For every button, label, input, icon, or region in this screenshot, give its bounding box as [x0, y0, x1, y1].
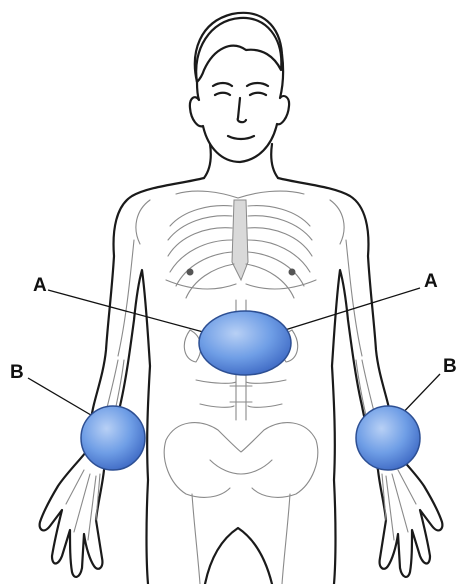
pectoral-lines	[166, 280, 316, 289]
ribs-right	[246, 206, 312, 298]
label-a-right: A	[424, 271, 438, 292]
center-abdominal-pad	[199, 311, 291, 375]
nose	[238, 98, 246, 122]
nipple-right	[289, 269, 296, 276]
label-b-right: B	[443, 356, 457, 377]
hand-bones-right	[382, 470, 416, 540]
pelvis	[164, 423, 318, 498]
label-b-left: B	[10, 362, 24, 383]
eyes	[215, 93, 266, 95]
label-a-left: A	[33, 275, 47, 296]
nipple-left	[187, 269, 194, 276]
right-wrist-pad	[356, 406, 420, 470]
legs-inner	[205, 528, 272, 584]
left-wrist-pad	[81, 406, 145, 470]
abdominal-lines	[196, 380, 286, 407]
right-side-outline	[278, 178, 442, 584]
human-body-outline	[40, 13, 443, 584]
leader-line-b-left	[28, 378, 96, 418]
femurs	[192, 494, 290, 584]
mouth	[228, 136, 254, 139]
hand-bones-left	[66, 470, 100, 540]
clavicles	[176, 191, 304, 198]
skeleton-detail	[66, 191, 416, 584]
left-side-outline	[40, 178, 204, 584]
eyebrows	[213, 83, 268, 86]
sternum	[232, 200, 248, 280]
